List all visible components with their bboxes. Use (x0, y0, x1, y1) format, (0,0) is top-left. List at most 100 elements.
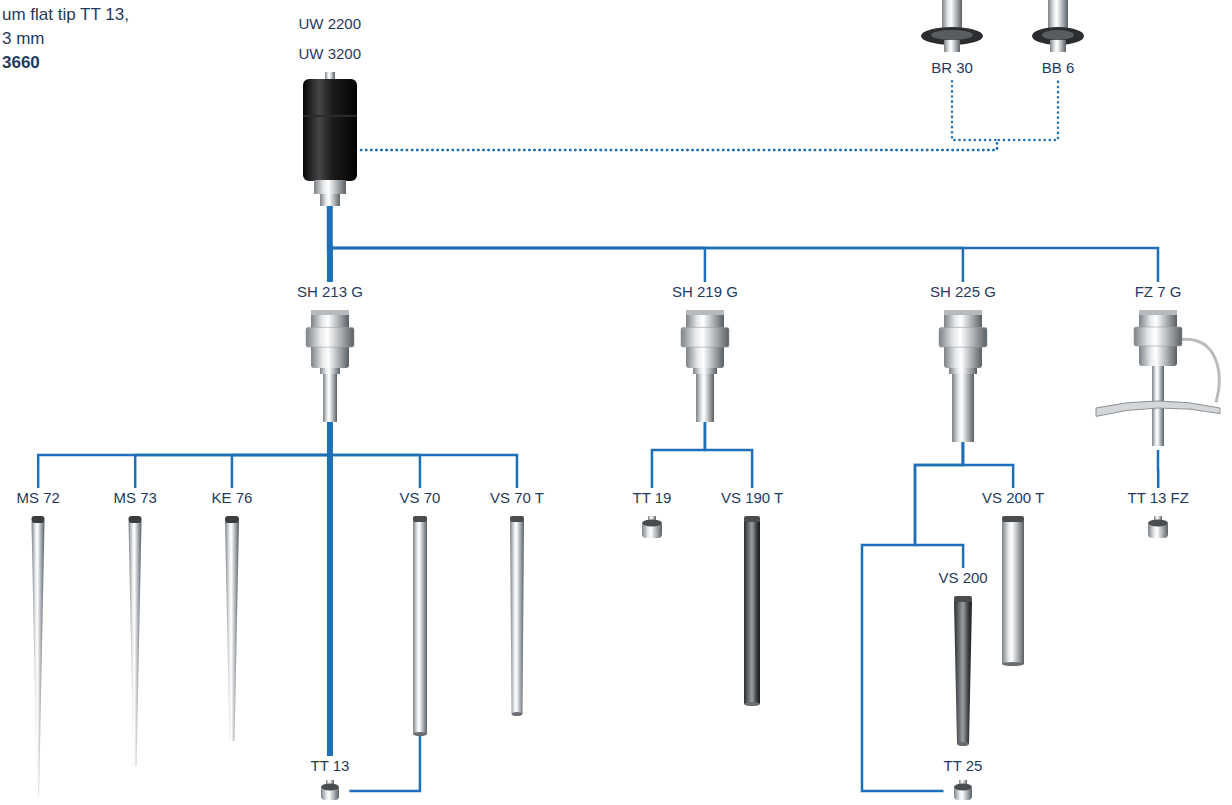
part-label: MS 72 (17, 488, 60, 508)
illustration-part (303, 79, 357, 181)
spacer (419, 508, 420, 516)
part-label: BB 6 (1042, 58, 1075, 78)
spacer (516, 508, 517, 516)
tip-illustration (639, 516, 665, 540)
illustration-part (225, 516, 239, 523)
rod-illustration (1000, 516, 1026, 666)
caption-fragment: 3660 (2, 52, 40, 74)
illustration-part (1139, 310, 1177, 315)
part-label: VS 190 T (721, 488, 783, 508)
illustration-part (321, 784, 339, 791)
spacer (962, 776, 963, 780)
spacer (329, 64, 330, 72)
spacer (1158, 508, 1159, 516)
spacer (231, 508, 232, 516)
illustration-part (939, 327, 987, 347)
illustration-part (320, 368, 340, 374)
spacer (952, 52, 953, 58)
illustration-part (510, 516, 524, 522)
illustration-part (413, 516, 427, 522)
horn-illustration (937, 310, 989, 442)
converter-illustration (300, 72, 360, 206)
part-label: VS 70 (400, 488, 441, 508)
illustration-part (931, 30, 973, 40)
illustration-part (225, 522, 239, 741)
connector-line (232, 422, 330, 488)
illustration-part (511, 712, 522, 716)
tip-illustration (1145, 516, 1171, 540)
illustration-part (314, 180, 346, 194)
connector-line (135, 422, 330, 488)
connector-line (862, 442, 963, 791)
illustration-part (954, 784, 972, 791)
illustration-part (129, 522, 142, 766)
illustration-part (311, 310, 349, 315)
booster-horn: SH 219 G (672, 282, 738, 422)
part-label: MS 73 (114, 488, 157, 508)
illustration-part (510, 521, 524, 714)
illustration-part (944, 310, 982, 315)
part-label: KE 76 (212, 488, 253, 508)
illustration-part (129, 516, 142, 523)
illustration-part (681, 327, 729, 347)
rod-illustration (410, 516, 430, 736)
part-label: UW 2200 (299, 14, 362, 34)
connector-line (327, 422, 333, 756)
illustration-part (413, 732, 427, 736)
spacer (962, 302, 963, 310)
illustration-part (693, 368, 717, 374)
illustration-part (1002, 662, 1024, 666)
probe: MS 72 (17, 488, 60, 796)
illustration-part (949, 368, 977, 374)
dotted-connector (361, 78, 1058, 150)
booster-horn: SH 213 G (297, 282, 363, 422)
dotted-connector (361, 78, 997, 150)
flat-tip: TT 25 (944, 756, 983, 802)
illustration-part (1096, 401, 1220, 416)
flat-tip: TT 13 (311, 756, 350, 802)
fz-illustration (1090, 310, 1226, 450)
illustration-part (1002, 521, 1024, 664)
part-label: TT 13 FZ (1128, 488, 1189, 508)
spacer (329, 776, 330, 780)
horn-illustration (679, 310, 731, 422)
taper-illustration (28, 516, 48, 796)
booster-horn: SH 225 G (930, 282, 996, 442)
holder-illustration (919, 0, 985, 52)
spacer (963, 588, 964, 596)
illustration-part (303, 115, 357, 117)
caption-fragment: 3 mm (2, 28, 45, 50)
probe: MS 73 (114, 488, 157, 766)
illustration-part (952, 374, 974, 442)
probe: VS 70 T (490, 488, 544, 716)
connector-line (349, 736, 420, 791)
probe: VS 190 T (721, 488, 783, 706)
taper-illustration (222, 516, 242, 741)
connector-line (330, 206, 705, 282)
connector-line (330, 206, 963, 282)
illustration-part (1002, 516, 1024, 522)
connector-line (652, 422, 705, 488)
spacer (752, 508, 753, 516)
illustration-part (320, 194, 340, 206)
spacer (1058, 52, 1059, 58)
part-label: TT 19 (633, 488, 672, 508)
illustration-part (744, 702, 760, 706)
part-label: BR 30 (931, 58, 973, 78)
probe: VS 200 (939, 568, 988, 746)
flat-tip: TT 13 FZ (1128, 488, 1189, 540)
illustration-part (1042, 30, 1074, 40)
horn-illustration (304, 310, 356, 422)
connector-line (330, 422, 517, 488)
illustration-part (1148, 520, 1168, 527)
flat-tip: TT 19 (633, 488, 672, 540)
connector-line (915, 442, 963, 568)
spacer (329, 302, 330, 310)
probe: VS 70 (400, 488, 441, 736)
caption-fragment: um flat tip TT 13, (2, 4, 129, 26)
illustration-part (306, 327, 354, 347)
spacer (1013, 508, 1014, 516)
spacer (704, 302, 705, 310)
